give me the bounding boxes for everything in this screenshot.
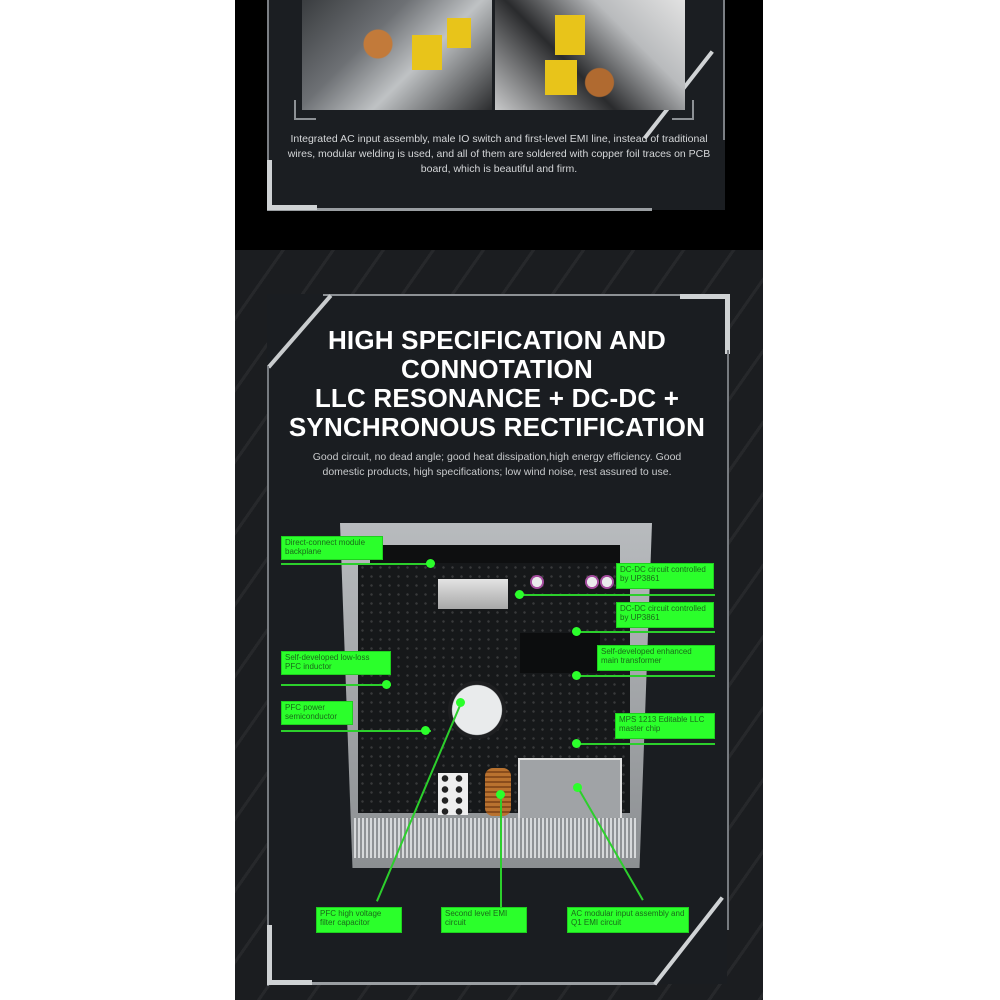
callout-dot <box>421 726 430 735</box>
title-line: HIGH SPECIFICATION AND <box>327 325 667 355</box>
ac-input-photo-right <box>495 0 685 110</box>
callout-dot <box>572 627 581 636</box>
label-pfc-inductor: Self-developed low-loss PFC inductor <box>281 651 391 675</box>
leader-line <box>281 730 431 732</box>
callout-dot <box>572 739 581 748</box>
yellow-capacitor <box>555 15 585 55</box>
panel-corner-accent <box>267 980 312 985</box>
label-main-transformer: Self-developed enhanced main transformer <box>597 645 715 671</box>
psu-heatsink <box>438 579 508 609</box>
label-second-emi: Second level EMI circuit <box>441 907 527 933</box>
panel-frame-line <box>267 208 652 211</box>
yellow-capacitor <box>545 60 577 95</box>
label-dcdc-1: DC-DC circuit controlled by UP3861 <box>616 563 714 589</box>
panel-corner-accent <box>680 294 730 299</box>
photo-bracket <box>672 118 694 120</box>
panel-corner-accent <box>267 205 317 210</box>
callout-dot <box>572 671 581 680</box>
panel-corner-accent <box>725 294 730 354</box>
panel-frame-line <box>727 350 729 930</box>
ac-input-caption: Integrated AC input assembly, male IO sw… <box>287 133 711 175</box>
label-ac-input: AC modular input assembly and Q1 EMI cir… <box>567 907 689 933</box>
callout-dot <box>456 698 465 707</box>
yellow-capacitor <box>412 35 442 70</box>
label-llc-chip: MPS 1213 Editable LLC master chip <box>615 713 715 739</box>
terminal-block <box>438 773 468 815</box>
leader-line <box>575 743 715 745</box>
panel-frame-line <box>267 982 657 985</box>
product-page-strip: Integrated AC input assembly, male IO sw… <box>235 0 763 1000</box>
title-line: LLC RESONANCE + DC-DC + <box>314 383 680 413</box>
dcdc-capacitor <box>585 575 599 589</box>
dcdc-capacitor <box>600 575 614 589</box>
title-line: SYNCHRONOUS RECTIFICATION <box>288 412 706 442</box>
specification-section: HIGH SPECIFICATION AND CONNOTATION LLC R… <box>235 250 763 1000</box>
section-title: HIGH SPECIFICATION AND CONNOTATION LLC R… <box>267 326 727 442</box>
photo-bracket <box>294 100 296 120</box>
panel-frame-line <box>267 0 269 210</box>
leader-line <box>520 594 715 596</box>
photo-bracket <box>692 100 694 120</box>
leader-line <box>575 675 715 677</box>
callout-dot <box>426 559 435 568</box>
title-line: CONNOTATION <box>401 354 593 384</box>
ac-input-photo-left <box>302 0 492 110</box>
callout-dot <box>573 783 582 792</box>
main-transformer <box>520 633 600 673</box>
callout-dot <box>496 790 505 799</box>
label-pfc-semiconductor: PFC power semiconductor <box>281 701 353 725</box>
label-backplane: Direct-connect module backplane <box>281 536 383 560</box>
panel-frame-line <box>723 0 725 140</box>
label-dcdc-2: DC-DC circuit controlled by UP3861 <box>616 602 714 628</box>
photo-bracket <box>294 118 316 120</box>
panel-corner-accent <box>267 925 272 985</box>
ac-input-section: Integrated AC input assembly, male IO sw… <box>235 0 763 250</box>
leader-line <box>281 684 391 686</box>
panel-corner-accent <box>267 160 272 210</box>
panel-frame-line <box>323 294 708 296</box>
callout-dot <box>515 590 524 599</box>
panel-frame-line <box>267 366 269 986</box>
section-subtitle: Good circuit, no dead angle; good heat d… <box>312 451 682 478</box>
label-pfc-capacitor: PFC high voltage filter capacitor <box>316 907 402 933</box>
leader-line <box>575 631 715 633</box>
leader-line <box>281 563 431 565</box>
dcdc-capacitor <box>530 575 544 589</box>
yellow-capacitor <box>447 18 471 48</box>
psu-internal-photo <box>340 523 652 868</box>
leader-line <box>500 795 502 908</box>
callout-dot <box>382 680 391 689</box>
